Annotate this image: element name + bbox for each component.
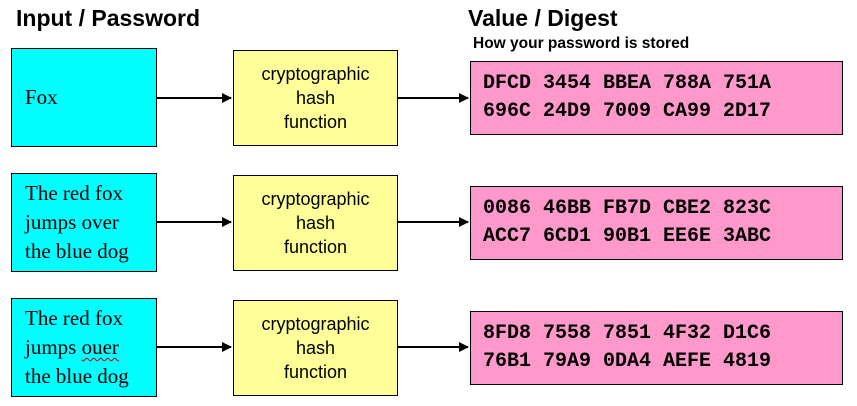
hash-label-line: hash: [295, 88, 336, 108]
digest-line: 8FD8 7558 7851 4F32 D1C6: [483, 322, 772, 345]
input-line: Fox: [25, 85, 58, 109]
hash-label-line: hash: [295, 338, 336, 358]
value-digest-heading: Value / Digest: [468, 5, 618, 31]
digest-line: ACC7 6CD1 90B1 EE6E 3ABC: [483, 225, 772, 248]
hash-label-line: function: [283, 237, 348, 257]
input-word: jumps: [25, 335, 82, 359]
stored-note: How your password is stored: [473, 35, 690, 52]
digest-line: 76B1 79A9 0DA4 AEFE 4819: [483, 350, 772, 373]
digest-box-row-3: 8FD8 7558 7851 4F32 D1C6 76B1 79A9 0DA4 …: [470, 311, 843, 385]
input-line: The red fox: [25, 306, 123, 330]
input-line: jumps ouer: [25, 333, 156, 362]
hash-function-box-row-2: cryptographic hash function: [233, 175, 398, 271]
input-password-heading: Input / Password: [16, 5, 201, 31]
misspelled-word: ouer: [81, 335, 119, 359]
input-line: jumps over: [25, 210, 119, 234]
hash-label-line: cryptographic: [261, 64, 370, 84]
input-box-row-1: Fox: [11, 48, 157, 147]
hash-label-line: function: [283, 112, 348, 132]
digest-box-row-2: 0086 46BB FB7D CBE2 823C ACC7 6CD1 90B1 …: [470, 186, 843, 260]
hash-label-line: cryptographic: [261, 314, 370, 334]
input-line: the blue dog: [25, 364, 129, 388]
digest-line: 696C 24D9 7009 CA99 2D17: [483, 100, 772, 123]
input-box-row-2: The red fox jumps over the blue dog: [11, 173, 157, 272]
input-line: the blue dog: [25, 239, 129, 263]
input-box-row-3: The red fox jumps ouer the blue dog: [11, 298, 157, 397]
hash-label-line: hash: [295, 213, 336, 233]
hash-label-line: cryptographic: [261, 189, 370, 209]
digest-box-row-1: DFCD 3454 BBEA 788A 751A 696C 24D9 7009 …: [470, 61, 843, 135]
digest-line: 0086 46BB FB7D CBE2 823C: [483, 197, 772, 220]
hash-function-box-row-3: cryptographic hash function: [233, 300, 398, 396]
hash-label-line: function: [283, 362, 348, 382]
input-line: The red fox: [25, 181, 123, 205]
digest-line: DFCD 3454 BBEA 788A 751A: [483, 72, 772, 95]
hash-function-box-row-1: cryptographic hash function: [233, 50, 398, 146]
